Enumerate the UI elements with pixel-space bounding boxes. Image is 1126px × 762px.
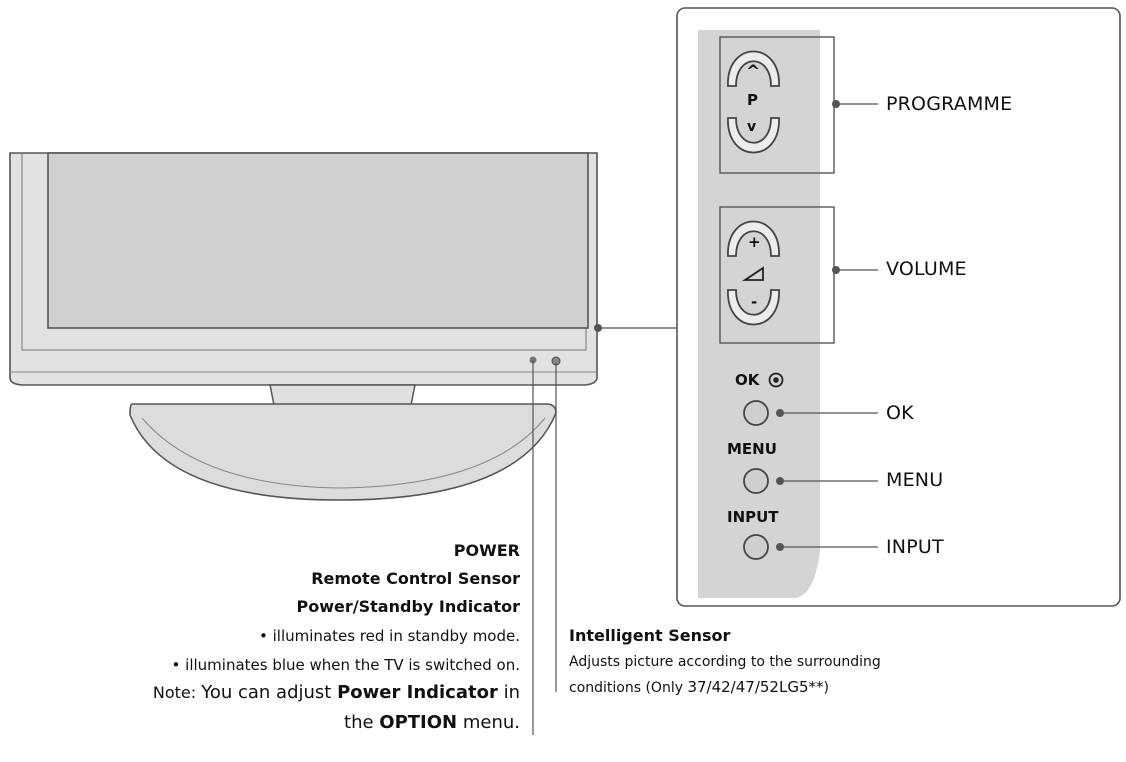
sensor-line-2c: ) bbox=[823, 680, 829, 696]
menu-caption: MENU bbox=[727, 440, 777, 458]
on-bullet: • illuminates blue when the TV is switch… bbox=[171, 656, 520, 674]
volume-label: VOLUME bbox=[886, 258, 967, 280]
note-text-a: You can adjust bbox=[201, 682, 338, 703]
volume-group-box bbox=[719, 206, 835, 344]
tv-stand-base-rim bbox=[141, 417, 546, 489]
menu-label: MENU bbox=[886, 469, 944, 491]
sensor-title: Intelligent Sensor bbox=[569, 626, 731, 645]
ok-target-icon bbox=[768, 372, 784, 388]
note2-option: OPTION bbox=[379, 712, 458, 733]
note2-text-c: menu. bbox=[457, 712, 520, 733]
note-line-2: the OPTION menu. bbox=[344, 712, 520, 733]
note-text-c: in bbox=[497, 682, 520, 703]
programme-label: PROGRAMME bbox=[886, 93, 1013, 115]
volume-leader-dot bbox=[832, 266, 840, 274]
tv-set bbox=[9, 152, 698, 501]
volume-down-rocker[interactable] bbox=[727, 289, 780, 326]
side-control-panel bbox=[676, 7, 1121, 607]
note-prefix: Note: bbox=[152, 683, 202, 702]
programme-down-arrow: v bbox=[747, 119, 757, 135]
remote-sensor-heading: Remote Control Sensor bbox=[311, 569, 520, 588]
ok-button[interactable] bbox=[743, 400, 769, 426]
note-line-1: Note: You can adjust Power Indicator in bbox=[153, 682, 520, 703]
volume-plus-sign: + bbox=[748, 233, 761, 251]
indicator-heading: Power/Standby Indicator bbox=[296, 597, 520, 616]
ok-caption: OK bbox=[735, 371, 760, 389]
input-button[interactable] bbox=[743, 534, 769, 560]
input-caption: INPUT bbox=[727, 508, 779, 526]
tv-screen bbox=[47, 152, 589, 329]
tv-stand-base bbox=[129, 403, 557, 501]
ok-label: OK bbox=[886, 402, 914, 424]
input-leader-dot bbox=[776, 543, 784, 551]
volume-speaker-icon bbox=[742, 266, 764, 281]
programme-leader-dot bbox=[832, 100, 840, 108]
programme-up-arrow: ^ bbox=[746, 62, 761, 82]
sensor-line-2a: conditions (Only bbox=[569, 680, 688, 696]
programme-symbol: P bbox=[747, 91, 758, 109]
sensor-line-2: conditions (Only 37/42/47/52LG5**) bbox=[569, 678, 829, 696]
menu-button[interactable] bbox=[743, 468, 769, 494]
ok-leader-dot bbox=[776, 409, 784, 417]
note2-text-a: the bbox=[344, 712, 380, 733]
volume-minus-sign: - bbox=[751, 293, 758, 311]
power-heading: POWER bbox=[453, 541, 520, 560]
menu-leader-dot bbox=[776, 477, 784, 485]
sensor-line-1: Adjusts picture according to the surroun… bbox=[569, 654, 881, 670]
programme-up-rocker[interactable] bbox=[727, 50, 780, 87]
programme-down-rocker[interactable] bbox=[727, 117, 780, 154]
ok-target-icon-dot bbox=[773, 377, 779, 383]
sensor-models: 37/42/47/52LG5** bbox=[687, 678, 824, 696]
input-label: INPUT bbox=[886, 536, 944, 558]
note-power-indicator: Power Indicator bbox=[337, 682, 498, 703]
volume-up-rocker[interactable] bbox=[727, 220, 780, 257]
standby-bullet: • illuminates red in standby mode. bbox=[259, 627, 520, 645]
